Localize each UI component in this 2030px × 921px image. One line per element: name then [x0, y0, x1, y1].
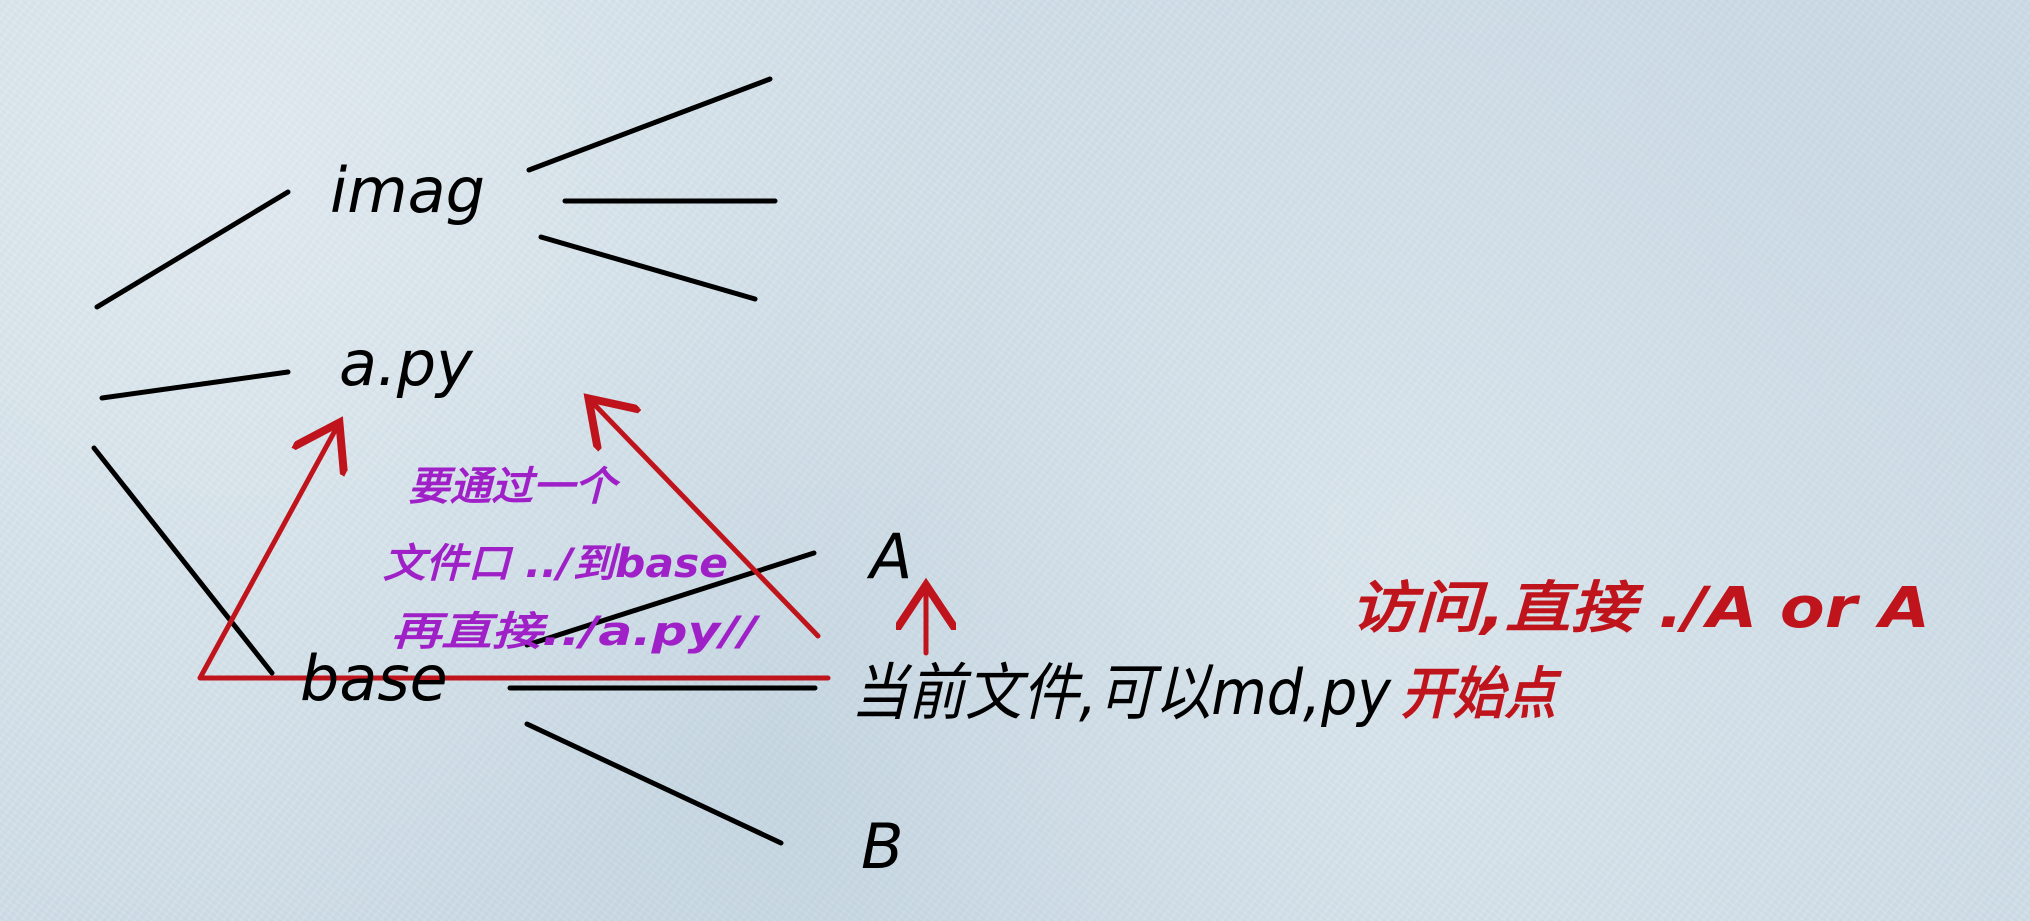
- node-current-file: 当前文件,可以md,py: [851, 656, 1392, 729]
- node-B: B: [861, 810, 904, 883]
- edge-base-A: [524, 550, 817, 648]
- note-purple-line-1: 要通过一个: [408, 464, 621, 510]
- node-labels: imag a.py base A B 当前文件,可以md,py 开始点: [300, 154, 1562, 883]
- edge-base-B: [524, 721, 784, 846]
- node-base: base: [300, 642, 448, 715]
- red-arrow-current-to-apy: [592, 402, 821, 639]
- edge-root-base: [91, 445, 275, 676]
- edge-imag-child-1: [526, 76, 773, 173]
- tree-lines: [91, 76, 818, 846]
- node-start-point: 开始点: [1401, 662, 1562, 727]
- edge-root-imag: [94, 189, 291, 310]
- node-imag: imag: [330, 154, 485, 227]
- note-purple-line-2: 文件口 ../到base: [383, 541, 728, 587]
- red-path: [197, 402, 926, 681]
- note-purple-line-3: 再直接../a.py//: [391, 609, 761, 655]
- red-arrow-current-to-base-to-apy: [197, 427, 831, 681]
- edge-root-apy: [99, 369, 291, 401]
- annotations: 访问,直接 ./A or A 要通过一个 文件口 ../到base 再直接../…: [383, 464, 1930, 655]
- note-access: 访问,直接 ./A or A: [1350, 576, 1930, 641]
- edge-imag-child-3: [538, 234, 758, 302]
- node-a-py: a.py: [339, 327, 474, 400]
- node-A: A: [866, 520, 912, 593]
